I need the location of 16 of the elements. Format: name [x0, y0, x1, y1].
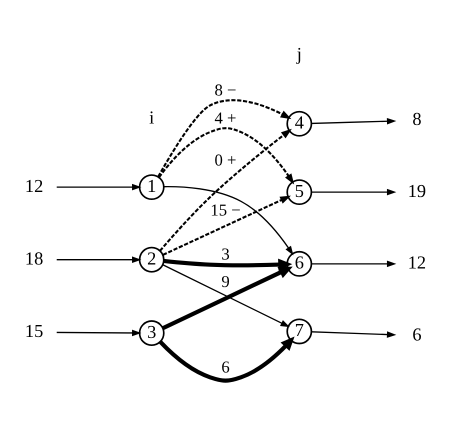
edge-label: 3 [221, 244, 230, 264]
node-text: 8 [412, 109, 422, 130]
node-text: 12 [408, 252, 426, 273]
edge-label: 15 − [210, 200, 241, 220]
node-text: 19 [408, 180, 426, 201]
edge-label: 6 [221, 357, 230, 376]
node-text: 18 [24, 248, 44, 268]
edge-label: 9 [221, 272, 230, 292]
edge-label: 8 − [214, 80, 236, 100]
node-text: 6 [412, 324, 422, 344]
edge-label: 0 + [214, 150, 236, 170]
label: j [296, 44, 302, 64]
label: i [149, 107, 154, 128]
edge-label: 4 + [214, 108, 236, 128]
node-text: 15 [24, 320, 44, 341]
node-text: 12 [24, 176, 44, 196]
